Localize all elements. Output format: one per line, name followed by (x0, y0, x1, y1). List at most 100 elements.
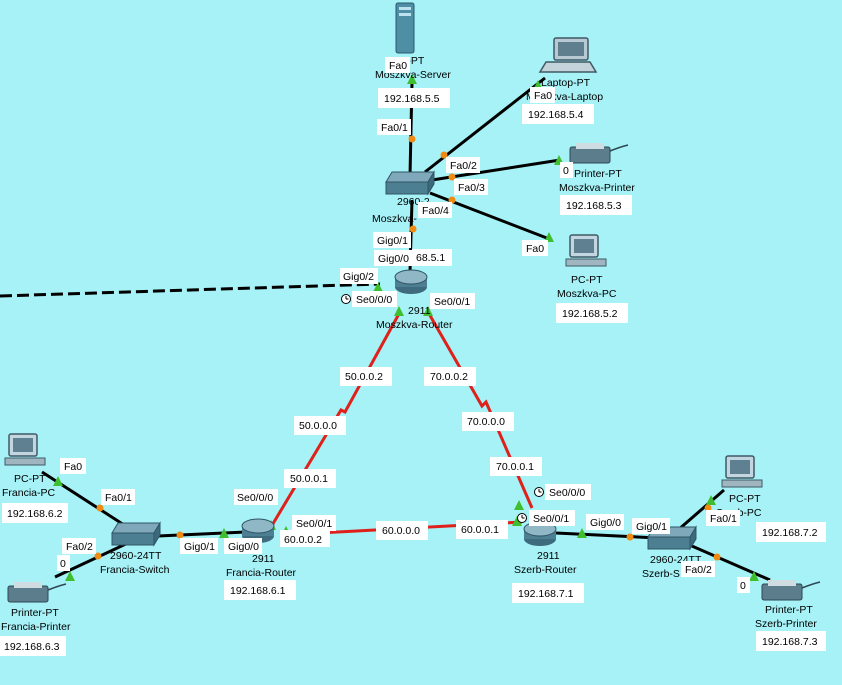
network-address-label: 50.0.0.0 (299, 420, 337, 432)
device-type-label: Laptop-PT (541, 77, 591, 89)
port-up-indicator (373, 282, 383, 292)
device-moszkva-laptop[interactable] (538, 37, 598, 73)
router-icon (394, 269, 428, 294)
device-name-label: Moszkva-PC (557, 288, 617, 300)
port-label: Fa0/2 (450, 160, 477, 172)
clock-icon (534, 487, 544, 497)
port-up-indicator (407, 74, 417, 84)
clock-icon (341, 294, 351, 304)
device-moszkva-pc[interactable] (565, 234, 607, 267)
network-address-label: 50.0.0.2 (345, 371, 383, 383)
port-amber-indicator (626, 533, 634, 541)
ip-address-label: 68.5.1 (416, 252, 445, 264)
port-label: Fa0 (389, 60, 407, 72)
clock-icon (517, 513, 527, 523)
device-type-label: Printer-PT (574, 168, 622, 180)
port-label: Gig0/1 (636, 521, 667, 533)
network-labels: 50.0.0.2 50.0.0.0 50.0.0.1 70.0.0.2 70.0… (280, 367, 542, 547)
ip-address-label: 192.168.6.3 (4, 641, 60, 653)
device-name-label: Francia-Switch (100, 564, 170, 576)
device-szerb-printer[interactable] (761, 580, 821, 601)
link-moszkva-szerb[interactable] (426, 311, 534, 509)
port-up-indicator (544, 232, 554, 242)
device-francia-pc[interactable] (4, 433, 46, 466)
ip-address-label: 192.168.5.2 (562, 308, 618, 320)
port-label: Fa0/2 (685, 564, 712, 576)
port-label: Se0/0/0 (549, 487, 585, 499)
network-address-label: 70.0.0.0 (467, 416, 505, 428)
device-type-label: Printer-PT (11, 607, 59, 619)
port-amber-indicator (176, 531, 184, 539)
device-francia-switch[interactable] (111, 521, 161, 547)
port-amber-indicator (440, 151, 448, 159)
port-amber-indicator (96, 504, 104, 512)
port-amber-indicator (713, 553, 721, 561)
device-type-label: 2911 (537, 550, 560, 562)
device-name-label: Szerb-Printer (755, 618, 817, 630)
printer-icon (569, 143, 629, 164)
port-up-indicator (749, 571, 759, 581)
device-francia-router[interactable] (241, 518, 275, 543)
device-type-label: PC-PT (14, 473, 46, 485)
network-address-label: 60.0.0.2 (284, 534, 322, 546)
device-szerb-pc[interactable] (721, 455, 763, 488)
link-fswitch-frouter[interactable] (157, 530, 247, 538)
port-up-indicator (423, 306, 433, 316)
port-label: Fa0/2 (66, 541, 93, 553)
device-moszkva-server[interactable] (395, 2, 415, 54)
device-moszkva-printer[interactable] (569, 143, 629, 164)
port-up-indicator (706, 495, 716, 505)
device-moszkva-router[interactable] (394, 269, 428, 294)
device-name-label: Moszkva-Printer (559, 182, 635, 194)
port-amber-indicator (409, 225, 417, 233)
pc-icon (565, 234, 607, 267)
port-amber-indicator (448, 173, 456, 181)
link-sprinter-sswitch[interactable] (684, 541, 771, 582)
pc-icon (4, 433, 46, 466)
port-amber-indicator (94, 552, 102, 560)
device-moszkva-switch[interactable] (385, 170, 435, 196)
ip-address-label: 192.168.7.1 (518, 588, 574, 600)
port-labels: Fa0 Fa0 0 Fa0 Fa0/1 Fa0/2 Fa0/3 Fa0/4 Gi… (57, 57, 750, 593)
link-router-external[interactable] (0, 282, 381, 298)
network-address-label: 60.0.0.1 (461, 524, 499, 536)
port-amber-indicator (448, 196, 456, 204)
port-label: Fa0 (534, 90, 552, 102)
device-name-label: Francia-Router (226, 567, 297, 579)
port-amber-indicator (408, 135, 416, 143)
laptop-icon (538, 37, 598, 73)
switch-icon (385, 170, 435, 196)
device-name-label: Moszkva- (372, 213, 417, 225)
ip-address-label: 192.168.6.2 (7, 508, 63, 520)
port-label: Se0/0/1 (296, 518, 332, 530)
port-up-indicator (514, 500, 524, 510)
ip-address-label: 192.168.7.2 (762, 527, 818, 539)
port-label: Se0/0/0 (356, 294, 392, 306)
device-francia-printer[interactable] (7, 582, 67, 603)
network-address-label: 50.0.0.1 (290, 473, 328, 485)
ip-address-label: 192.168.5.5 (384, 93, 440, 105)
pc-icon (721, 455, 763, 488)
port-label: Se0/0/1 (434, 296, 470, 308)
link-fprinter-fswitch[interactable] (54, 541, 129, 579)
port-label: 0 (563, 165, 569, 177)
device-type-label: 2960-24TT (110, 550, 162, 562)
device-name-label: Moszkva-Router (376, 319, 453, 331)
printer-icon (761, 580, 821, 601)
port-label: Fa0/4 (422, 205, 449, 217)
router-icon (241, 518, 275, 543)
port-up-indicator (577, 528, 587, 538)
port-up-indicator (394, 306, 404, 316)
link-srouter-sswitch[interactable] (555, 531, 659, 540)
network-address-label: 70.0.0.1 (496, 461, 534, 473)
port-up-indicator (219, 528, 229, 538)
ip-labels: 192.168.5.5 192.168.5.4 192.168.5.3 192.… (0, 88, 826, 656)
device-name-label: Francia-Printer (1, 621, 71, 633)
device-type-label: 2911 (408, 305, 431, 317)
port-label: Fa0 (526, 243, 544, 255)
port-label: Gig0/0 (378, 253, 409, 265)
network-address-label: 70.0.0.2 (430, 371, 468, 383)
link-spc-sswitch[interactable] (677, 488, 725, 532)
device-name-label: Szerb-S (642, 568, 680, 580)
